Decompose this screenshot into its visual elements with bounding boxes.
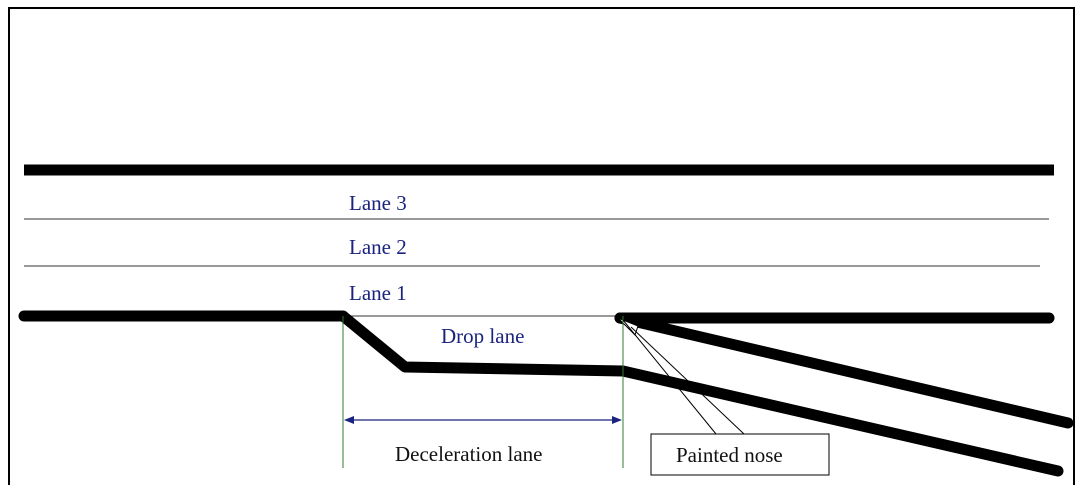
- lane-2-label: Lane 2: [349, 235, 407, 259]
- lane-1-label: Lane 1: [349, 281, 407, 305]
- callout-leader-1: [622, 319, 717, 435]
- diagram-frame: [8, 7, 1075, 485]
- dimension-arrowhead-right: [612, 416, 622, 424]
- callout-leader-2: [630, 326, 745, 435]
- ramp-inner-edge: [614, 312, 1074, 429]
- deceleration-lane-label: Deceleration lane: [395, 442, 543, 466]
- drop-lane-edge: [339, 311, 624, 377]
- lane-3-label: Lane 3: [349, 191, 407, 215]
- dimension-arrowhead-left: [344, 416, 354, 424]
- drop-lane-label: Drop lane: [441, 324, 524, 348]
- painted-nose-label: Painted nose: [676, 443, 783, 467]
- painted-nose-callout-box: [650, 433, 830, 476]
